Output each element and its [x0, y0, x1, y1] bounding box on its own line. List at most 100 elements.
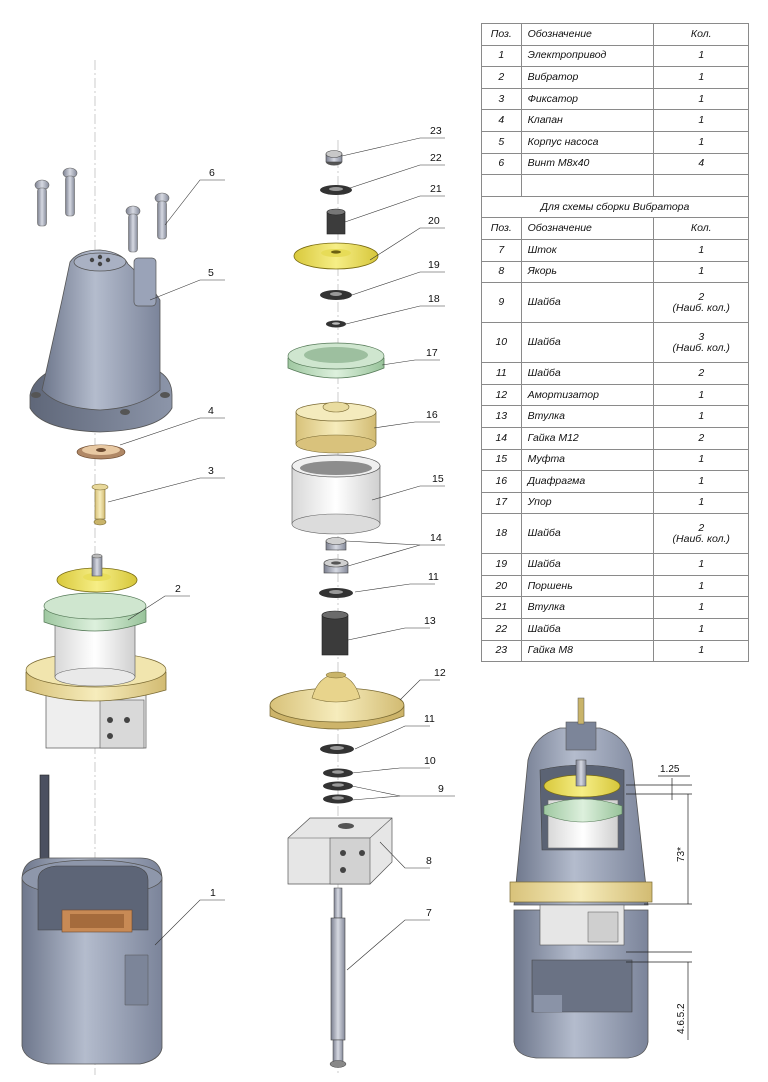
washer-part-22 — [320, 185, 352, 195]
dimension-lines — [626, 775, 692, 1040]
fixator-part-3 — [91, 483, 109, 526]
row-qty-note: (Наиб. кол.) — [672, 301, 730, 314]
row-pos: 11 — [481, 362, 522, 385]
callout-1: 1 — [210, 887, 216, 899]
row-qty-value: 2 — [698, 366, 705, 379]
row-pos: 16 — [481, 470, 522, 493]
row-name: Упор — [520, 491, 655, 515]
row-qty-value: 1 — [698, 622, 705, 635]
row-qty-value: 1 — [698, 243, 705, 256]
row-name: Муфта — [520, 448, 655, 472]
row-qty: 1 — [653, 44, 749, 68]
header-pos: Поз. — [481, 23, 522, 46]
callout-19: 19 — [428, 259, 440, 271]
row-qty-value: 2 — [698, 521, 705, 534]
row-name: Шайба — [520, 322, 655, 364]
row-pos: 7 — [481, 238, 522, 262]
washer-part-18 — [326, 320, 346, 328]
row-name: Гайка М12 — [520, 426, 655, 450]
row-qty-value: 1 — [698, 265, 705, 278]
row-qty-value: 4 — [698, 157, 705, 170]
callout-20: 20 — [428, 215, 440, 227]
row-qty: 1 — [653, 87, 749, 111]
callout-22: 22 — [430, 152, 442, 164]
row-name: Вибратор — [520, 66, 655, 89]
section-title: Для схемы сборки Вибратора — [481, 195, 749, 219]
row-qty-value: 1 — [698, 601, 705, 614]
row-pos: 13 — [481, 405, 522, 428]
dimension-gap-top: 1.25 — [660, 764, 680, 775]
row-name: Диафрагма — [520, 470, 655, 493]
spacer-cell-pos — [481, 174, 522, 197]
washer-part-11b — [320, 744, 354, 754]
valve-part-4 — [76, 444, 126, 460]
washer-part-19 — [320, 290, 352, 300]
header-name: Обозначение — [520, 217, 655, 240]
row-qty-value: 1 — [698, 558, 705, 571]
callout-17: 17 — [426, 347, 438, 359]
row-pos: 17 — [481, 491, 522, 515]
row-qty: 2 — [653, 426, 749, 450]
row-qty-value: 1 — [698, 114, 705, 127]
motor-housing-part-1 — [21, 774, 163, 1065]
washers-part-10 — [323, 768, 353, 778]
row-qty: 1 — [653, 470, 749, 493]
row-qty: 1 — [653, 238, 749, 262]
row-qty: 1 — [653, 448, 749, 472]
callout-9: 9 — [438, 783, 444, 795]
row-qty-value: 1 — [698, 70, 705, 83]
row-qty-value: 1 — [698, 49, 705, 62]
washer-part-11a — [319, 588, 353, 598]
table-spacer-row — [481, 174, 749, 197]
callout-5: 5 — [208, 267, 214, 279]
damper-part-12 — [269, 671, 405, 730]
row-pos: 22 — [481, 618, 522, 641]
row-pos: 4 — [481, 109, 522, 132]
callout-8: 8 — [426, 855, 432, 867]
row-qty-value: 3 — [698, 330, 705, 343]
row-name: Якорь — [520, 260, 655, 284]
row-qty: 1 — [653, 553, 749, 576]
row-qty: 1 — [653, 260, 749, 284]
pump-housing-part-5 — [29, 249, 173, 433]
callout-11b: 11 — [424, 713, 435, 725]
callout-10: 10 — [424, 755, 436, 767]
row-name: Шайба — [520, 513, 655, 555]
row-pos: 10 — [481, 322, 522, 364]
row-pos: 14 — [481, 426, 522, 450]
row-pos: 2 — [481, 66, 522, 89]
row-pos: 8 — [481, 260, 522, 284]
row-name: Шайба — [520, 362, 655, 385]
row-qty: 2 — [653, 362, 749, 385]
row-qty-value: 1 — [698, 388, 705, 401]
callout-4: 4 — [208, 405, 214, 417]
callout-15: 15 — [432, 473, 444, 485]
row-pos: 20 — [481, 574, 522, 598]
nuts-part-14 — [323, 537, 349, 574]
callout-14: 14 — [430, 532, 442, 544]
callout-6: 6 — [209, 167, 215, 179]
row-qty-value: 1 — [698, 135, 705, 148]
row-pos: 5 — [481, 130, 522, 154]
row-qty: 1 — [653, 596, 749, 620]
row-qty-value: 1 — [698, 92, 705, 105]
